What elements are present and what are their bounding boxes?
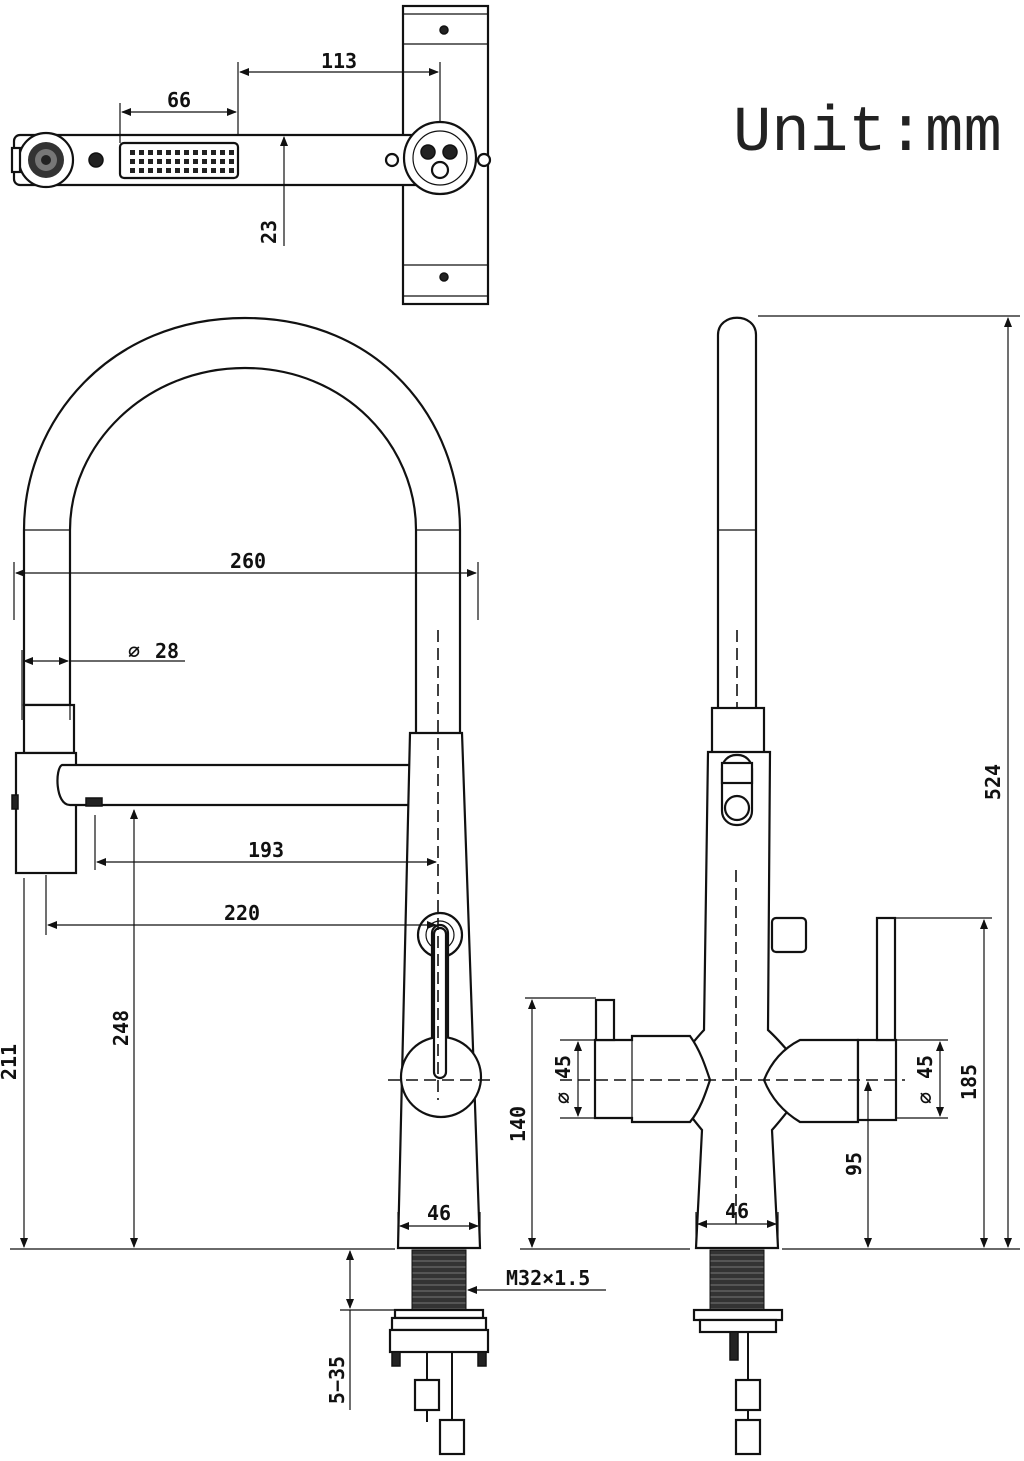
- vent-dot: [175, 168, 180, 173]
- spout-side: [716, 316, 758, 712]
- vent-dot: [175, 150, 180, 155]
- hose-fitting-side-2: [734, 1418, 762, 1456]
- vent-dot: [202, 159, 207, 164]
- vent-dot: [220, 168, 225, 173]
- dim-46-side: 46: [725, 1199, 749, 1223]
- dim-45-right: 45: [913, 1055, 937, 1079]
- vent-dot: [130, 150, 135, 155]
- vent-dot: [193, 159, 198, 164]
- spray-head-front: [22, 703, 76, 755]
- left-lever: [594, 998, 616, 1042]
- vent-dot: [148, 150, 153, 155]
- left-arm: [593, 1034, 712, 1124]
- vent-dot: [157, 159, 162, 164]
- cartridge-top: [402, 120, 478, 196]
- vent-dot: [175, 159, 180, 164]
- vent-dot: [193, 168, 198, 173]
- vent-dot: [229, 159, 234, 164]
- vent-dot: [211, 150, 216, 155]
- spout-arch: [22, 316, 462, 737]
- vent-dot: [220, 150, 225, 155]
- dim-260: 260: [230, 549, 266, 573]
- vent-dot: [229, 150, 234, 155]
- vent-dot: [157, 168, 162, 173]
- plate-hole-bottom: [439, 272, 449, 282]
- vent-dot: [193, 150, 198, 155]
- thread-spec: M32×1.5: [506, 1266, 590, 1290]
- vent-dot: [139, 150, 144, 155]
- side-knob: [770, 916, 808, 954]
- dim-diameter-symbol-45-left: ∅: [551, 1092, 575, 1104]
- vent-dot: [139, 159, 144, 164]
- dim-66: 66: [167, 88, 191, 112]
- faucet-body-side: [663, 750, 812, 1250]
- dim-524: 524: [981, 764, 1005, 800]
- hose-fitting-2: [438, 1418, 466, 1456]
- right-lever: [875, 916, 897, 1042]
- vent-dot: [166, 159, 171, 164]
- spray-button-top: [88, 152, 104, 168]
- dim-140: 140: [506, 1106, 530, 1142]
- dim-28: 28: [155, 639, 179, 663]
- dim-220: 220: [224, 901, 260, 925]
- vent-dot: [184, 168, 189, 173]
- vent-dot: [148, 168, 153, 173]
- dim-diameter-symbol-45-right: ∅: [913, 1092, 937, 1104]
- vent-dot: [148, 159, 153, 164]
- side-view: 524 140 ∅ 45 ∅ 45 185 95 46: [506, 315, 1020, 1456]
- front-view: 260 ∅ 28 193 220 248 211 46 M32×1.5: [0, 316, 606, 1456]
- top-view: 113 66 23: [10, 4, 492, 306]
- plate-hole-top: [439, 25, 449, 35]
- vent-dot: [166, 168, 171, 173]
- dim-23: 23: [257, 220, 281, 244]
- dim-193: 193: [248, 838, 284, 862]
- threaded-shank-side: [709, 1249, 765, 1311]
- dim-diameter-symbol-28: ∅: [128, 639, 140, 663]
- vent-dot: [184, 159, 189, 164]
- hose-fitting-side-1: [734, 1378, 762, 1412]
- threaded-shank-front: [411, 1249, 467, 1311]
- vent-dot: [211, 168, 216, 173]
- vent-dot: [202, 168, 207, 173]
- dim-113: 113: [321, 49, 357, 73]
- vent-dot: [157, 150, 162, 155]
- vent-dot: [130, 168, 135, 173]
- vent-dot: [184, 150, 189, 155]
- dim-248: 248: [109, 1010, 133, 1046]
- dim-211: 211: [0, 1044, 21, 1080]
- vent-dot: [130, 159, 135, 164]
- spray-holder-side: [710, 706, 766, 755]
- dim-185: 185: [957, 1064, 981, 1100]
- vent-dot: [139, 168, 144, 173]
- hose-fitting-1: [413, 1378, 441, 1412]
- vent-dot: [211, 159, 216, 164]
- unit-label: Unit:mm: [733, 98, 1002, 170]
- dim-45-left: 45: [551, 1055, 575, 1079]
- dim-5-35: 5−35: [325, 1356, 349, 1404]
- vent-dot: [166, 150, 171, 155]
- vent-dot: [220, 159, 225, 164]
- support-arm: [56, 763, 430, 807]
- dim-46-front: 46: [427, 1201, 451, 1225]
- vent-dot: [229, 168, 234, 173]
- vent-dot: [202, 150, 207, 155]
- dim-95: 95: [842, 1152, 866, 1176]
